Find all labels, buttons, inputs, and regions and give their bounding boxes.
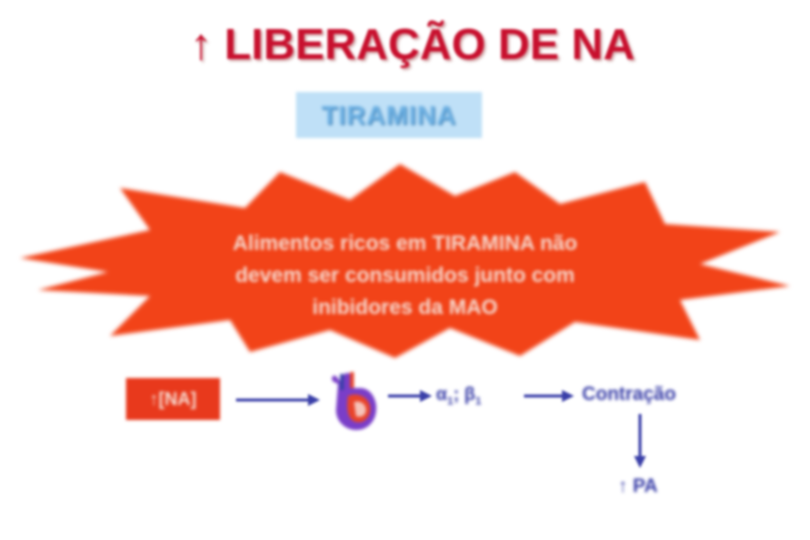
arrow-na-to-heart xyxy=(236,394,320,406)
subtitle-box: TIRAMINA xyxy=(296,92,482,138)
slide-title: ↑ LIBERAÇÃO DE NA xyxy=(190,20,635,69)
arrow-receptors-to-contraction xyxy=(524,390,574,402)
arrow-heart-to-receptors xyxy=(388,390,432,402)
na-concentration-label: ↑[NA] xyxy=(149,388,197,409)
contraction-label: Contração xyxy=(582,384,676,405)
warning-burst xyxy=(0,160,810,360)
receptors-label: α1; β1 xyxy=(436,384,481,408)
beta-subscript: 1 xyxy=(475,395,482,408)
alpha-symbol: α xyxy=(436,384,448,404)
beta-symbol: β xyxy=(464,384,476,404)
burst-text-line-2: devem ser consumidos junto com xyxy=(235,264,575,287)
burst-shape xyxy=(20,164,790,358)
blood-pressure-label: ↑ PA xyxy=(618,476,658,497)
burst-text-line-3: inibidores da MAO xyxy=(312,296,498,319)
receptors-separator: ; xyxy=(453,384,465,404)
subtitle-text: TIRAMINA xyxy=(321,99,457,130)
burst-text: Alimentos ricos em TIRAMINA não devem se… xyxy=(160,228,650,324)
na-concentration-box: ↑[NA] xyxy=(126,378,220,420)
burst-text-line-1: Alimentos ricos em TIRAMINA não xyxy=(232,232,578,255)
alpha-subscript: 1 xyxy=(447,395,454,408)
heart-icon xyxy=(326,370,382,434)
arrow-contraction-to-pa xyxy=(634,414,646,468)
